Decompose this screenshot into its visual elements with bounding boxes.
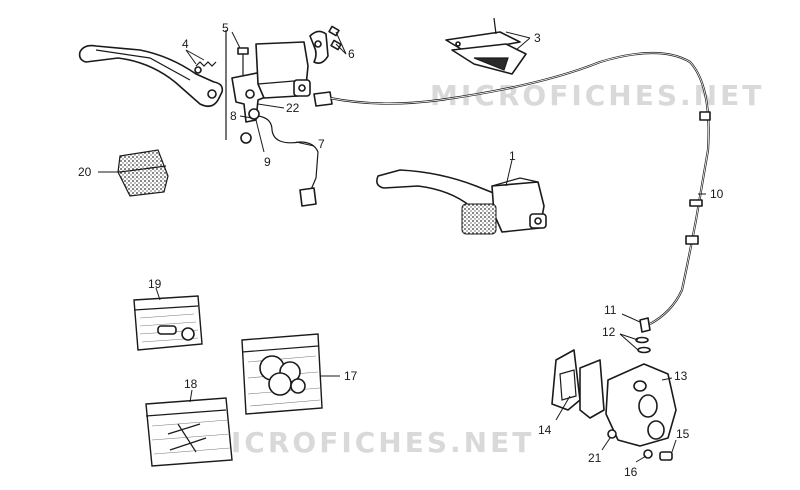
callout-19: 19 [148, 277, 162, 291]
upper-lever-assembly [78, 25, 342, 207]
kit-bag-17 [241, 333, 323, 415]
callout-17: 17 [344, 369, 358, 383]
callout-16: 16 [624, 465, 638, 479]
callout-3: 3 [534, 31, 541, 45]
caliper-assembly [551, 317, 677, 461]
callout-21: 21 [588, 451, 602, 465]
brake-pad-back [551, 349, 581, 411]
callout-22: 22 [286, 101, 300, 115]
switch-wire [257, 115, 319, 193]
callout-6: 6 [348, 47, 355, 61]
callout-13: 13 [674, 369, 688, 383]
callout-14: 14 [538, 423, 552, 437]
callout-10: 10 [710, 187, 724, 201]
lower-lever-assembly [376, 169, 547, 235]
brake-pad-front [579, 359, 605, 419]
bracket-3 [445, 17, 527, 75]
brake-hose [313, 51, 711, 325]
callout-4: 4 [182, 37, 189, 51]
callout-9: 9 [264, 155, 271, 169]
leader-lines [98, 31, 706, 463]
rubber-block-20 [117, 149, 169, 197]
callout-18: 18 [184, 377, 198, 391]
watermark-top: MICROFICHES.NET [430, 79, 764, 112]
callout-11: 11 [604, 303, 617, 317]
bolt-5 [237, 47, 249, 55]
kit-bag-18 [145, 397, 233, 467]
callout-1: 1 [509, 149, 516, 163]
callout-8: 8 [230, 109, 237, 123]
callout-12: 12 [602, 325, 616, 339]
upper-lever-blade [78, 44, 224, 108]
callout-15: 15 [676, 427, 690, 441]
callout-5: 5 [222, 21, 229, 35]
callout-labels: 1 3 4 5 6 7 8 9 10 11 12 13 14 15 16 17 … [78, 21, 724, 479]
kit-bag-19 [133, 295, 203, 351]
lower-lever-blade [376, 169, 497, 213]
callout-20: 20 [78, 165, 92, 179]
lever-spring [195, 61, 217, 67]
callout-7: 7 [318, 137, 325, 151]
switch-connector [299, 187, 317, 207]
watermark-bottom: MICROFICHES.NET [200, 426, 534, 459]
